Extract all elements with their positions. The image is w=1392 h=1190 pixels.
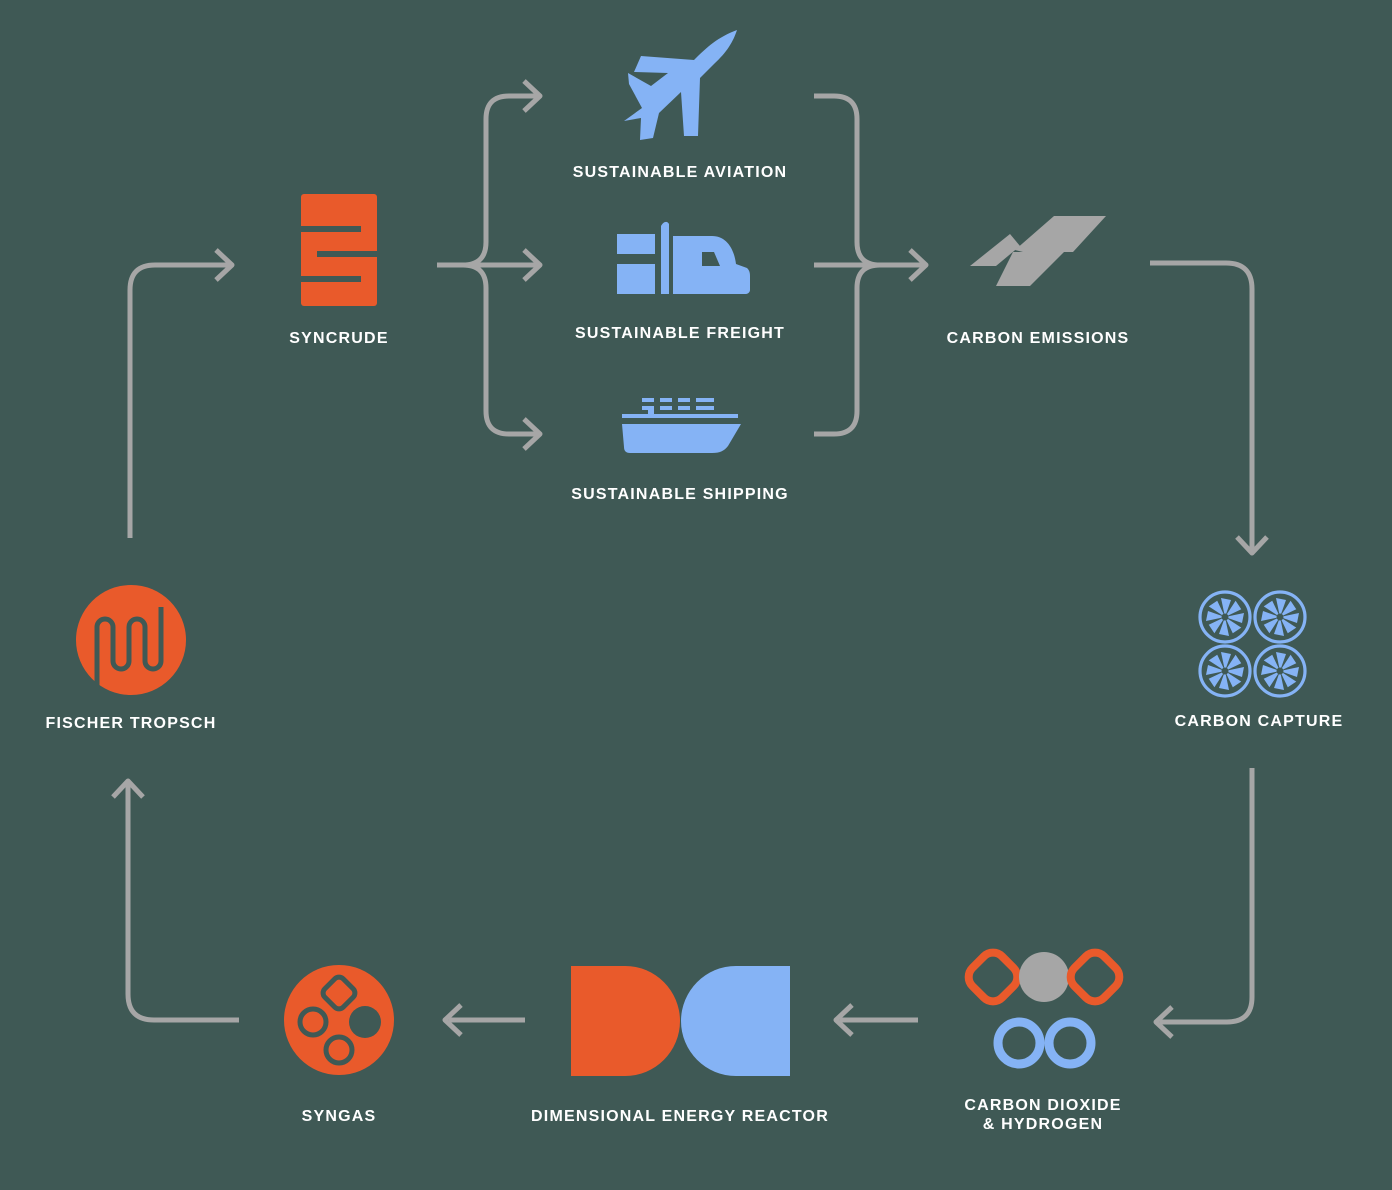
reactor-icon	[571, 966, 790, 1076]
arrowhead-to-syngas	[442, 1003, 463, 1037]
arrowhead-to-shipping	[522, 417, 543, 451]
reactor-label: DIMENSIONAL ENERGY REACTOR	[531, 1108, 829, 1125]
carbon-dioxide-label-line2: & HYDROGEN	[982, 1116, 1104, 1133]
arrow-branches-to-emissions	[814, 93, 925, 437]
carbon-dioxide-hydrogen-label: CARBON DIOXIDE & HYDROGEN	[943, 1096, 1143, 1134]
arrowhead-to-reactor	[833, 1003, 854, 1037]
sustainable-freight-label: SUSTAINABLE FREIGHT	[574, 325, 786, 342]
molecules-icon	[964, 948, 1124, 1069]
fan-grid-icon	[1198, 590, 1307, 698]
sustainable-shipping-label: SUSTAINABLE SHIPPING	[571, 486, 789, 503]
arrowhead-to-aviation	[522, 79, 543, 113]
syngas-icon	[284, 965, 394, 1075]
carbon-emissions-label: CARBON EMISSIONS	[946, 330, 1130, 347]
airplane-icon	[624, 30, 737, 140]
carbon-capture-label: CARBON CAPTURE	[1174, 713, 1344, 730]
arrowhead-to-capture	[1235, 535, 1269, 556]
arrow-fischer-to-syncrude	[127, 262, 230, 538]
ship-icon	[622, 398, 741, 453]
emissions-icon	[970, 216, 1106, 286]
sustainable-aviation-label: SUSTAINABLE AVIATION	[572, 164, 788, 181]
arrowhead-fischer-to-syncrude	[214, 248, 235, 282]
fischer-tropsch-label: FISCHER TROPSCH	[45, 715, 217, 732]
carbon-dioxide-label-line1: CARBON DIOXIDE	[964, 1097, 1122, 1114]
arrowhead-to-co2h2	[1153, 1005, 1174, 1039]
fischer-tropsch-icon	[76, 585, 186, 695]
arrow-capture-to-co2h2	[1160, 768, 1255, 1025]
arrowhead-to-freight	[522, 248, 543, 282]
arrow-syncrude-branches	[437, 93, 538, 437]
truck-icon	[617, 221, 750, 294]
syngas-label: SYNGAS	[301, 1108, 377, 1125]
syncrude-icon	[301, 194, 377, 306]
arrowhead-to-emissions	[908, 248, 929, 282]
syncrude-label: SYNCRUDE	[289, 330, 389, 347]
arrow-emissions-to-capture	[1150, 260, 1255, 550]
arrow-syngas-to-fischer	[125, 783, 239, 1023]
arrowhead-to-fischer	[111, 778, 145, 799]
